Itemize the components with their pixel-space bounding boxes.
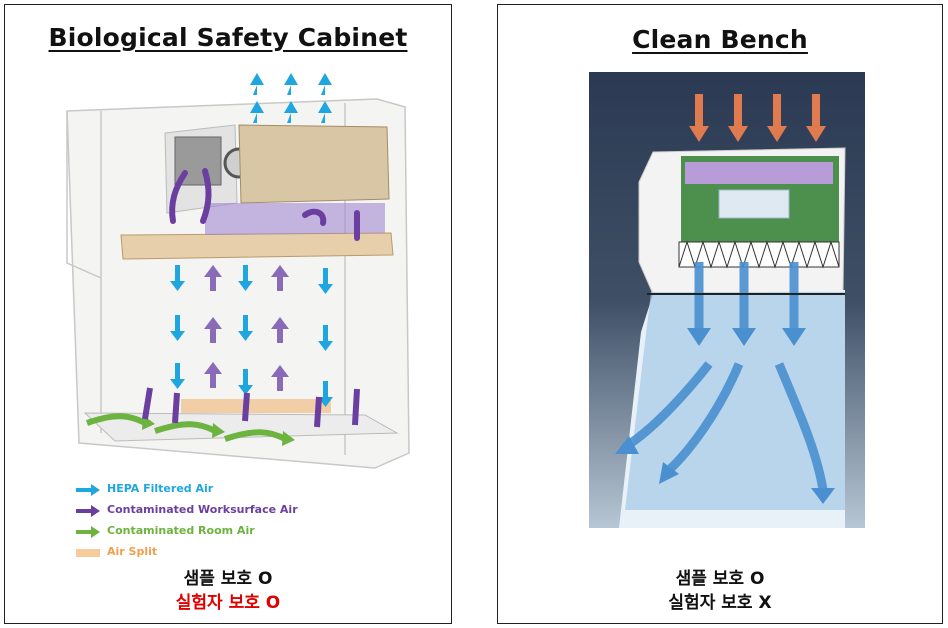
plenum-purple-arrows <box>169 168 360 241</box>
intake-arrows <box>689 94 826 142</box>
clean-bench-caption: 샘플 보호 O 실험자 보호 X <box>498 567 942 615</box>
clean-bench-title: Clean Bench <box>632 25 808 54</box>
legend-item-hepa: HEPA Filtered Air <box>75 481 355 502</box>
legend-item-contaminated-worksurface: Contaminated Worksurface Air <box>75 502 355 523</box>
bsc-panel: Biological Safety Cabinet <box>4 4 452 624</box>
legend-item-air-split: Air Split <box>75 544 355 565</box>
legend-label-room-air: Contaminated Room Air <box>107 524 255 537</box>
downflow-arrows <box>170 265 333 407</box>
clean-bench-diagram <box>589 72 865 528</box>
legend-label-air-split: Air Split <box>107 545 158 558</box>
room-air-arrows <box>85 413 287 442</box>
bsc-title: Biological Safety Cabinet <box>48 23 408 52</box>
bsc-legend: HEPA Filtered Air Contaminated Worksurfa… <box>75 481 355 565</box>
clean-bench-worker-protection: 실험자 보호 X <box>668 593 772 613</box>
bsc-sample-protection: 샘플 보호 O <box>183 569 273 589</box>
legend-item-room-air: Contaminated Room Air <box>75 523 355 544</box>
worksurface-purple-arrows <box>142 387 360 428</box>
hepa-filter-plate <box>120 232 394 260</box>
bsc-worker-protection: 실험자 보호 O <box>175 593 281 613</box>
green-arrow-icon <box>76 526 100 538</box>
legend-label-hepa: HEPA Filtered Air <box>107 482 214 495</box>
laminar-flow-arrows <box>622 262 828 491</box>
air-split-swatch-icon <box>76 549 100 557</box>
purple-arrow-icon <box>76 505 100 517</box>
blue-arrow-icon <box>76 484 100 496</box>
clean-bench-sample-protection: 샘플 보호 O <box>675 569 765 589</box>
bsc-diagram <box>66 73 410 469</box>
rear-updraft-arrows <box>204 265 289 391</box>
legend-label-contaminated-worksurface: Contaminated Worksurface Air <box>107 503 298 516</box>
blower-housing <box>164 124 390 214</box>
clean-bench-panel: Clean Bench <box>497 4 943 624</box>
bsc-caption: 샘플 보호 O 실험자 보호 O <box>5 567 451 615</box>
exhaust-arrows <box>250 73 332 123</box>
